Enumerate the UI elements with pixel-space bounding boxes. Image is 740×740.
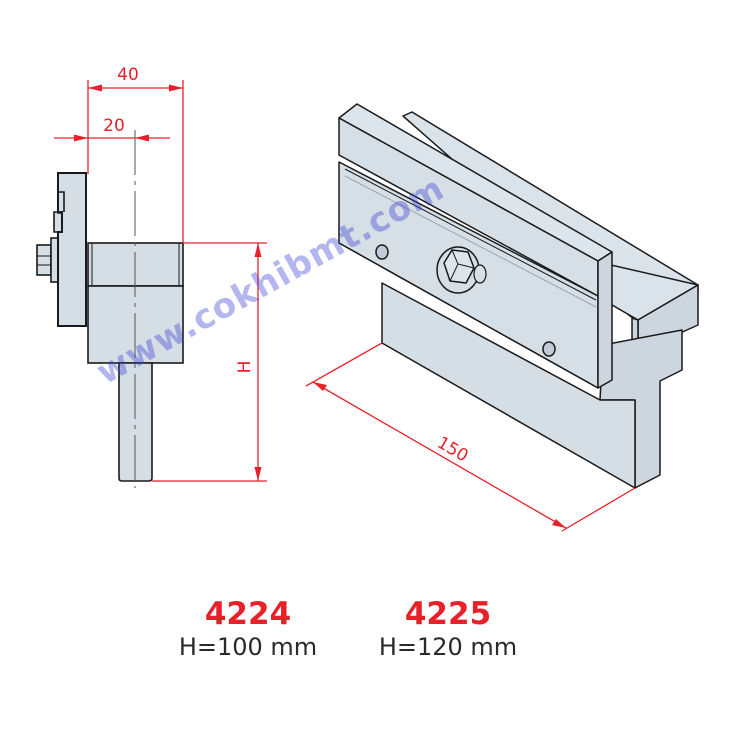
product-caption-4224: 4224 H=100 mm bbox=[163, 596, 333, 662]
body-front bbox=[381, 282, 636, 489]
side-view-dimensions bbox=[54, 80, 267, 482]
tongue bbox=[118, 362, 153, 482]
hole-left bbox=[375, 244, 389, 260]
bolt-head bbox=[36, 244, 52, 276]
product-height: H=120 mm bbox=[378, 633, 518, 661]
iso-view bbox=[338, 103, 699, 489]
dim-label-150: 150 bbox=[433, 433, 471, 467]
dim-label-h: H bbox=[235, 361, 255, 374]
iso-dimension-150 bbox=[305, 342, 636, 532]
side-view bbox=[36, 130, 184, 488]
product-code: 4225 bbox=[404, 596, 492, 632]
product-caption-4225: 4225 H=120 mm bbox=[363, 596, 533, 662]
hole-right bbox=[542, 341, 556, 357]
product-height: H=100 mm bbox=[178, 633, 318, 661]
dim-label-20: 20 bbox=[103, 116, 125, 136]
dim-label-40: 40 bbox=[117, 65, 139, 85]
product-code: 4224 bbox=[204, 596, 292, 632]
